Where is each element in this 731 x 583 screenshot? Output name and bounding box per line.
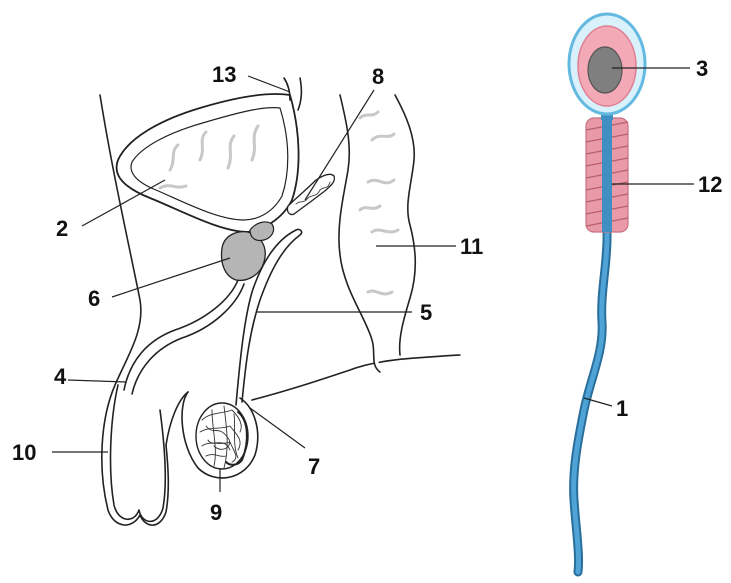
label-5: 5 [420, 300, 432, 325]
sperm-cell [569, 14, 645, 572]
urethra-outer [124, 280, 238, 390]
label-3: 3 [696, 56, 708, 81]
perineum-outline [252, 355, 460, 400]
label-11: 11 [460, 234, 483, 259]
label-6: 6 [88, 286, 100, 311]
midpiece-axoneme [602, 118, 612, 232]
label-2: 2 [56, 216, 68, 241]
male-reproductive-system [100, 78, 460, 525]
urethra-inner [132, 284, 244, 394]
sperm-nucleus [588, 47, 622, 93]
label-4: 4 [54, 364, 67, 389]
label-9: 9 [210, 500, 222, 525]
rectum-folds [360, 112, 398, 294]
label-7: 7 [308, 454, 320, 479]
leader-8 [305, 90, 374, 200]
penis [111, 385, 166, 521]
leader-6 [112, 258, 230, 297]
labels-right: 3 12 1 [616, 56, 722, 421]
label-8: 8 [372, 64, 384, 89]
label-10: 10 [12, 440, 36, 465]
label-1: 1 [616, 396, 628, 421]
label-13: 13 [212, 62, 236, 87]
rectum-back [395, 95, 415, 355]
bladder-outer [117, 94, 299, 232]
label-12: 12 [698, 172, 722, 197]
